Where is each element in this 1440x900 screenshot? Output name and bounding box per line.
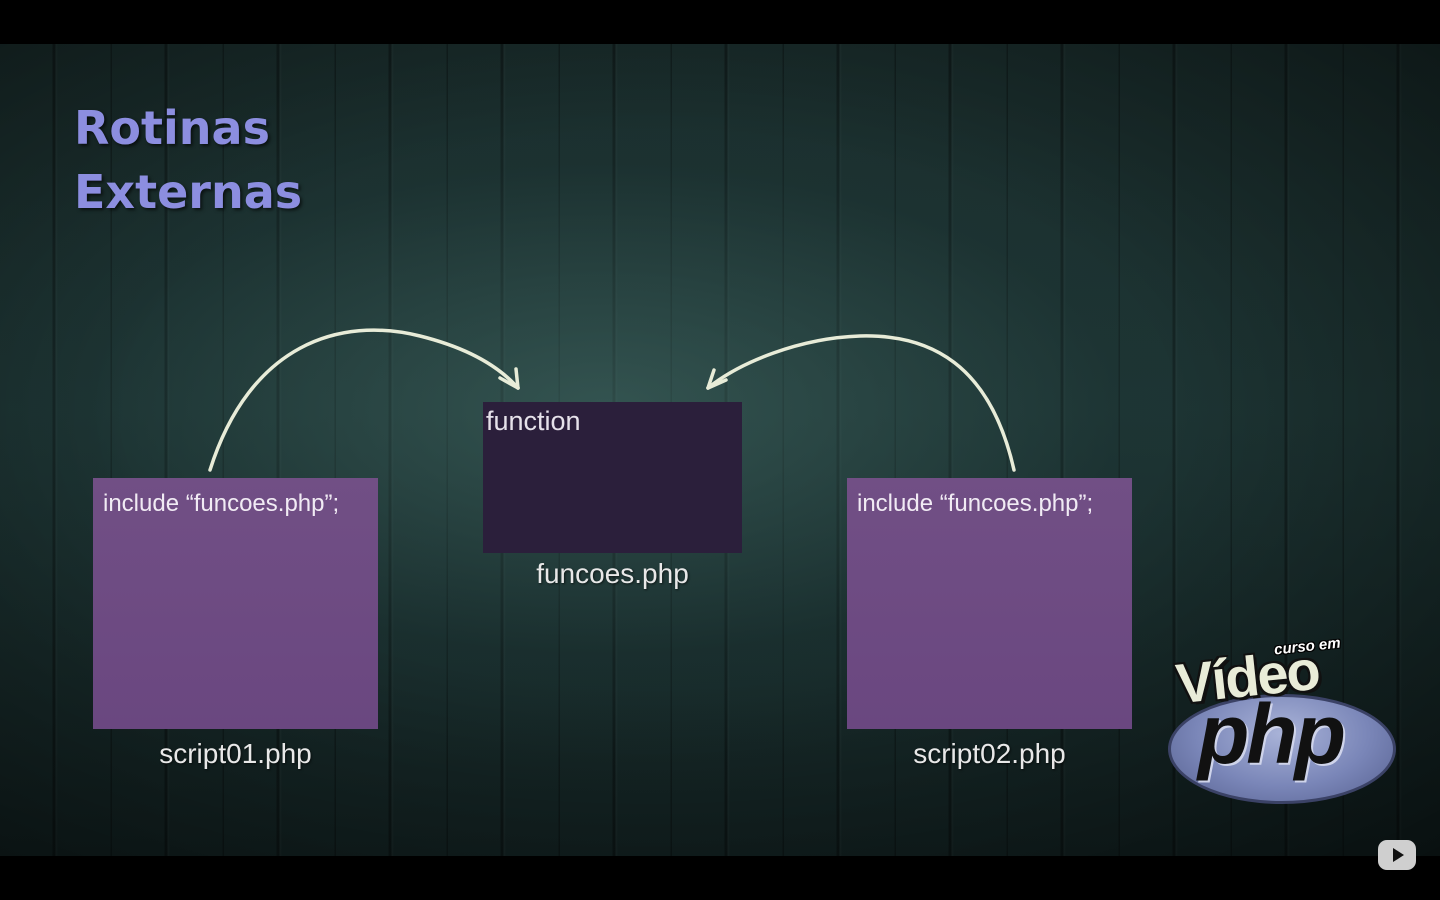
funcoes-caption: funcoes.php — [536, 558, 689, 589]
arrowhead-left-lower — [514, 367, 520, 390]
script01-box: include “funcoes.php”; — [93, 478, 378, 729]
slide-title-line2: Externas — [74, 165, 303, 219]
arrow-script01-to-funcoes — [208, 328, 520, 472]
arrowhead-right-lower — [706, 368, 716, 390]
slide-title: Rotinas Externas — [74, 96, 302, 224]
logo-curso-em-text: curso em — [1273, 634, 1342, 659]
script01-caption: script01.php — [159, 738, 312, 769]
arrowhead-right-upper — [706, 378, 728, 390]
arrow-script02-to-funcoes — [706, 334, 1016, 472]
script01-include-code: include “funcoes.php”; — [103, 490, 340, 517]
presentation-slide: Rotinas Externas include “funcoes.php”; … — [0, 44, 1440, 856]
script02-box: include “funcoes.php”; — [847, 478, 1132, 729]
slide-title-line1: Rotinas — [74, 101, 270, 155]
script02-caption: script02.php — [913, 738, 1066, 769]
logo-php-text: php — [1198, 687, 1346, 781]
logo-ellipse — [1168, 694, 1396, 804]
script02-include-code: include “funcoes.php”; — [857, 490, 1094, 517]
youtube-play-icon[interactable] — [1378, 840, 1416, 870]
funcoes-function-code: function — [486, 406, 581, 436]
arrowhead-left-upper — [498, 376, 520, 390]
letterbox-top — [0, 0, 1440, 44]
letterbox-bottom — [0, 856, 1440, 900]
funcoes-box: function — [483, 402, 742, 553]
curso-em-video-php-logo: Vídeo curso em php — [1162, 634, 1402, 810]
